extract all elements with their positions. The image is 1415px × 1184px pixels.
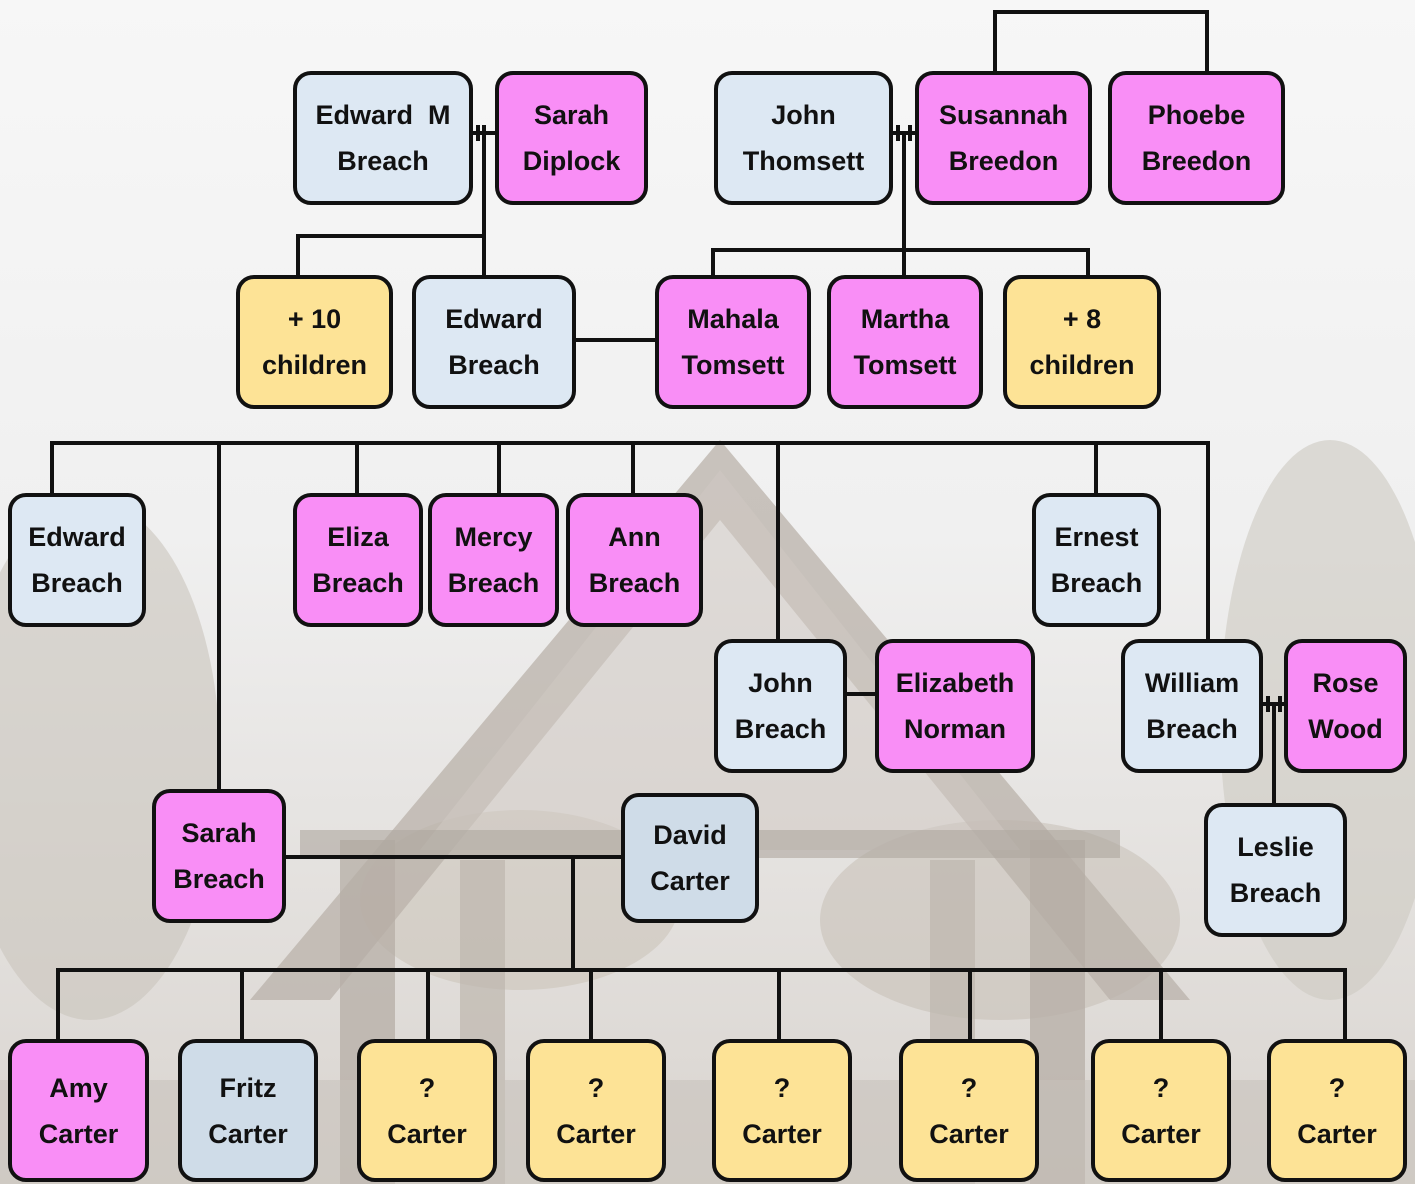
person-eight-children: + 8 children — [1003, 275, 1161, 409]
person-second-line: Breach — [447, 568, 540, 598]
person-second-line: Breach — [1146, 714, 1238, 744]
person-unknown-carter: ? Carter — [1091, 1039, 1231, 1182]
person-edward-breach-son: Edward Breach — [8, 493, 146, 627]
person-unknown-carter: ? Carter — [526, 1039, 666, 1182]
person-first-line: Elizabeth — [895, 668, 1015, 698]
person-first-line: Mercy — [454, 522, 533, 552]
person-david-carter: David Carter — [621, 793, 759, 923]
person-ann-breach: Ann Breach — [566, 493, 703, 627]
person-ten-children: + 10 children — [236, 275, 393, 409]
person-john-thomsett: John Thomsett — [714, 71, 893, 205]
person-first-line: ? — [773, 1072, 791, 1103]
person-second-line: Breedon — [1141, 146, 1252, 176]
person-second-line: Breach — [588, 568, 681, 598]
person-first-line: Mahala — [687, 304, 779, 334]
person-first-line: Susannah — [938, 100, 1069, 130]
person-unknown-carter: ? Carter — [357, 1039, 497, 1182]
person-second-line: Breach — [312, 568, 404, 598]
person-second-line: Carter — [387, 1118, 467, 1149]
person-second-line: Carter — [1121, 1118, 1201, 1149]
person-second-line: Breach — [31, 568, 123, 598]
person-second-line: Carter — [742, 1118, 822, 1149]
person-john-breach: John Breach — [714, 639, 847, 773]
person-first-line: Leslie — [1237, 832, 1314, 862]
person-first-line: John — [748, 668, 813, 698]
person-mercy-breach: Mercy Breach — [428, 493, 559, 627]
person-second-line: Breach — [734, 714, 827, 744]
person-first-line: Martha — [860, 304, 950, 334]
person-first-line: Phoebe — [1147, 100, 1246, 130]
person-second-line: Breach — [173, 864, 265, 894]
person-first-line: Sarah — [181, 818, 257, 848]
person-first-line: ? — [1152, 1072, 1170, 1103]
person-first-line: John — [771, 100, 836, 130]
person-first-line: ? — [960, 1072, 978, 1103]
person-second-line: Thomsett — [742, 146, 865, 176]
person-second-line: Norman — [903, 714, 1006, 744]
person-elizabeth-norman: Elizabeth Norman — [875, 639, 1035, 773]
person-first-line: Ann — [608, 522, 661, 552]
person-second-line: Breach — [448, 350, 540, 380]
person-unknown-carter: ? Carter — [712, 1039, 852, 1182]
person-ernest-breach: Ernest Breach — [1032, 493, 1161, 627]
person-first-line: David — [653, 820, 727, 850]
person-susannah-breedon: Susannah Breedon — [915, 71, 1092, 205]
person-first-line: Rose — [1312, 668, 1379, 698]
person-first-line: + 10 — [287, 304, 342, 334]
person-phoebe-breedon: Phoebe Breedon — [1108, 71, 1285, 205]
person-second-line: Carter — [556, 1118, 636, 1149]
person-second-line: Tomsett — [853, 350, 957, 380]
person-second-line: Wood — [1308, 714, 1383, 744]
person-sarah-breach: Sarah Breach — [152, 789, 286, 923]
person-second-line: children — [261, 350, 368, 380]
person-mahala-tomsett: Mahala Tomsett — [655, 275, 811, 409]
person-first-line: Fritz — [219, 1072, 277, 1103]
person-eliza-breach: Eliza Breach — [293, 493, 423, 627]
person-second-line: Tomsett — [681, 350, 785, 380]
person-leslie-breach: Leslie Breach — [1204, 803, 1347, 937]
person-edward-m-breach: Edward M Breach — [293, 71, 473, 205]
person-first-line: Sarah — [533, 100, 610, 130]
person-first-line: Amy — [49, 1072, 108, 1103]
person-second-line: Carter — [929, 1118, 1009, 1149]
person-william-breach: William Breach — [1121, 639, 1263, 773]
person-first-line: + 8 — [1062, 304, 1102, 334]
person-second-line: Carter — [208, 1118, 288, 1149]
person-sarah-diplock: Sarah Diplock — [495, 71, 648, 205]
person-rose-wood: Rose Wood — [1284, 639, 1407, 773]
person-fritz-carter: Fritz Carter — [178, 1039, 318, 1182]
person-edward-breach-father: Edward Breach — [412, 275, 576, 409]
person-unknown-carter: ? Carter — [899, 1039, 1039, 1182]
person-second-line: Carter — [650, 866, 730, 896]
person-second-line: Breach — [1050, 568, 1143, 598]
person-first-line: Edward — [445, 304, 543, 334]
person-second-line: Breedon — [948, 146, 1059, 176]
person-first-line: Edward M — [315, 100, 451, 130]
person-first-line: Ernest — [1054, 522, 1139, 552]
person-amy-carter: Amy Carter — [8, 1039, 149, 1182]
person-second-line: Carter — [38, 1118, 119, 1149]
person-unknown-carter: ? Carter — [1267, 1039, 1407, 1182]
person-first-line: ? — [587, 1072, 605, 1103]
person-first-line: ? — [1328, 1072, 1346, 1103]
person-first-line: Eliza — [327, 522, 389, 552]
person-martha-tomsett: Martha Tomsett — [827, 275, 983, 409]
person-first-line: ? — [418, 1072, 436, 1103]
person-second-line: children — [1029, 350, 1135, 380]
person-second-line: Carter — [1297, 1118, 1377, 1149]
person-second-line: Breach — [1229, 878, 1322, 908]
person-first-line: William — [1144, 668, 1240, 698]
person-second-line: Diplock — [522, 146, 621, 176]
person-first-line: Edward — [28, 522, 126, 552]
person-second-line: Breach — [337, 146, 429, 176]
